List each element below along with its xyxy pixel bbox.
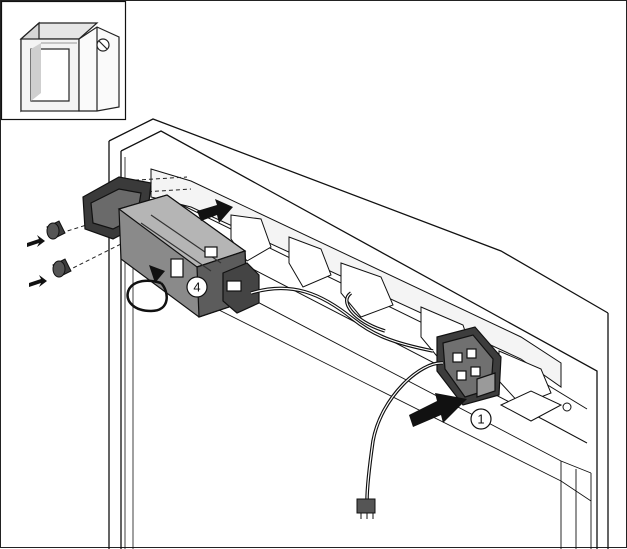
callout-1: 1	[470, 408, 492, 430]
module-unit	[82, 176, 260, 318]
minus-circle-icon	[96, 38, 110, 52]
cable-plug	[356, 498, 376, 519]
callout-4-label: 4	[193, 279, 200, 294]
push-arrow-icon	[197, 199, 233, 223]
loose-cable	[365, 361, 444, 502]
insert-screw-arrows	[27, 235, 47, 287]
thumbnail-box	[1, 1, 127, 121]
rotate-icon	[126, 265, 168, 313]
connector-block	[436, 326, 502, 406]
screw-upper	[46, 220, 66, 240]
callout-1-label: 1	[477, 411, 484, 426]
push-connector-arrow-icon	[409, 393, 467, 427]
cable	[250, 286, 434, 353]
callout-4: 4	[186, 276, 208, 298]
screw-lower	[52, 258, 72, 278]
appliance-door-open-icon	[19, 21, 120, 113]
